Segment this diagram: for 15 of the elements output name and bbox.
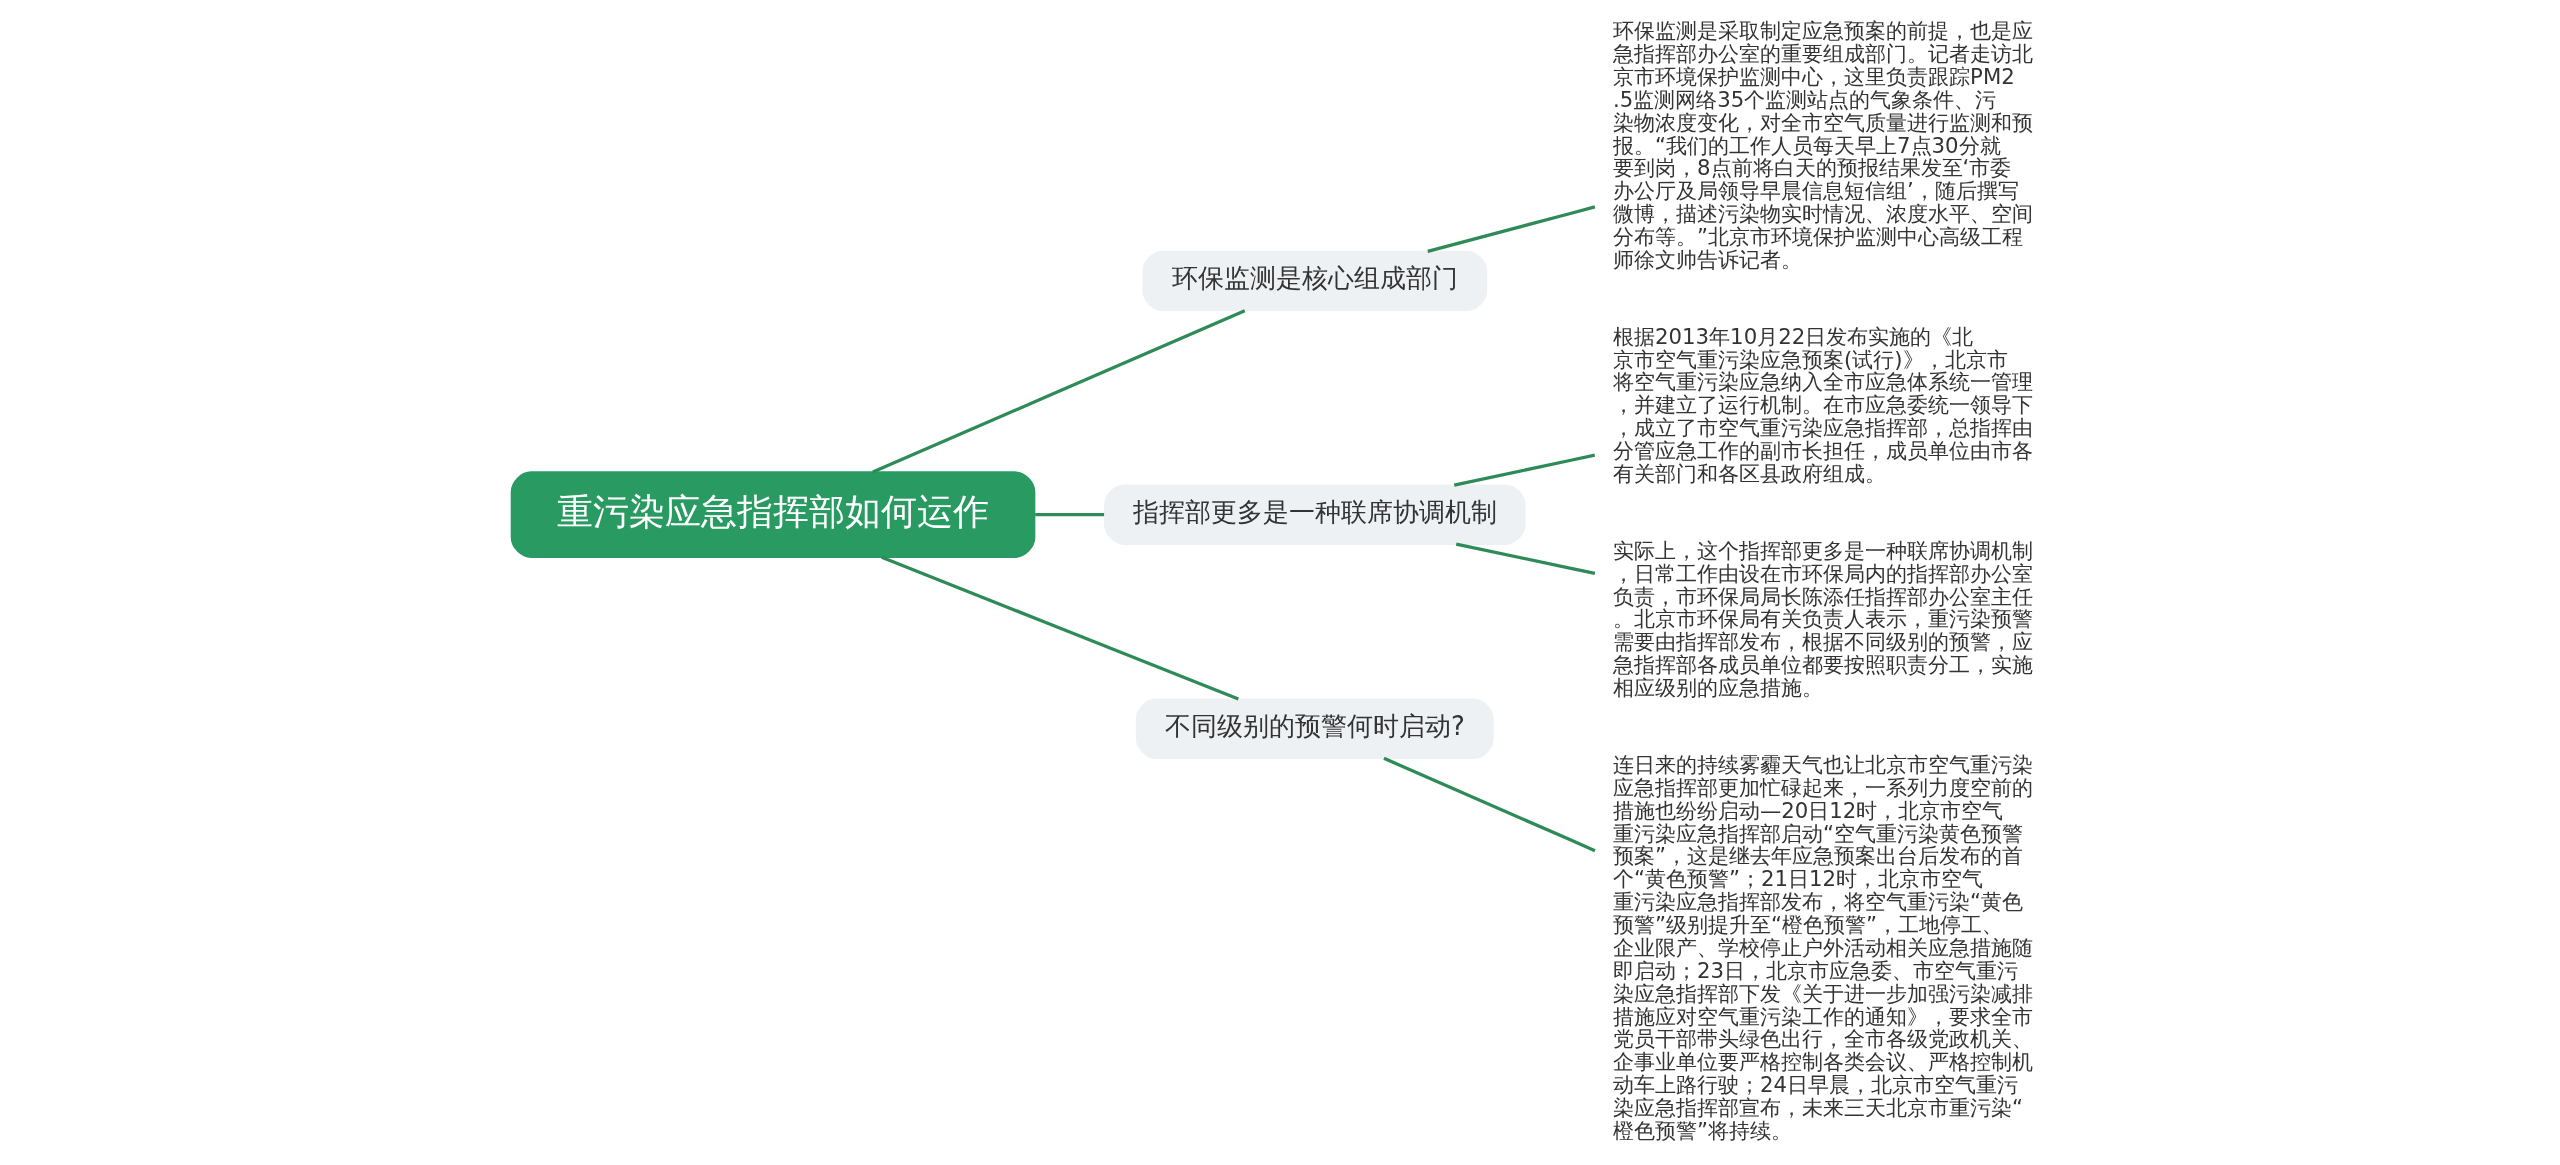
node-text: 环保监测是采取制定应急预案的前提，也是应急指挥部办公室的重要组成部门。记者走访北京市环境保护监测中心，这里负责跟踪PM2.5监测网络35个监测站点的气象条件、污染物浓度变化，对全市空气质量进行监测和预报。“我们的工作人员每天早上7点30分就要到岗，8点前将白天的预报结果发至‘市委办公厅及局领导早晨信息短信组’，随后撰写微博，描述污染物实时情况、浓度水平、空间分布等。”北京市环境保护监测中心高级工程师徐文帅告诉记者。 — [1612, 18, 2033, 272]
node-box: 环保监测是核心组成部门 — [1141, 250, 1487, 312]
node-text: 根据2013年10月22日发布实施的《北京市空气重污染应急预案(试行)》，北京市将空气重污染应急纳入全市应急体系统一管理，并建立了运行机制。在市应急委统一领导下，成立了市空气重污染应急指挥部，总指挥由分管应急工作的副市长担任，成员单位由市各有关部门和各区县政府组成。 — [1612, 323, 2033, 487]
node-text: 连日来的持续雾霾天气也让北京市空气重污染应急指挥部更加忙碌起来，一系列力度空前的措施也纷纷启动—20日12时，北京市空气重污染应急指挥部启动“空气重污染黄色预警预案”，这是继去年应急预案出台后发布的首个“黄色预警”；21日12时，北京市空气重污染应急指挥部发布，将空气重污染“黄色预警”级别提升至“橙色预警”，工地停工、企业限产、学校停止户外活动相关应急措施随即启动；23日，北京市应急委、市空气重污染应急指挥部下发《关于进一步加强污染减排措施应对空气重污染工作的通知》，要求全市党员干部带头绿色出行，全市各级党政机关、企事业单位要严格控制各类会议、严格控制机动车上路行驶；24日早晨，北京市空气重污染应急指挥部宣布，未来三天北京市重污染“橙色预警”将持续。 — [1612, 751, 2033, 1144]
connector — [1382, 756, 1596, 853]
connector — [1034, 513, 1104, 517]
connector — [1455, 542, 1595, 575]
node-box: 指挥部更多是一种联席协调机制 — [1103, 484, 1526, 545]
node-text: 实际上，这个指挥部更多是一种联席协调机制，日常工作由设在市环保局内的指挥部办公室负责，市环保局局长陈添任指挥部办公室主任。北京市环保局有关负责人表示，重污染预警需要由指挥部发布，根据不同级别的预警，应急指挥部各成员单位都要按照职责分工，实施相应级别的应急措施。 — [1612, 537, 2033, 701]
node-box: 不同级别的预警何时启动? — [1135, 698, 1494, 759]
connector — [1426, 205, 1595, 253]
connector — [880, 555, 1239, 701]
connector — [871, 309, 1245, 474]
connector — [1453, 453, 1595, 487]
node-box: 重污染应急指挥部如何运作 — [510, 471, 1035, 558]
